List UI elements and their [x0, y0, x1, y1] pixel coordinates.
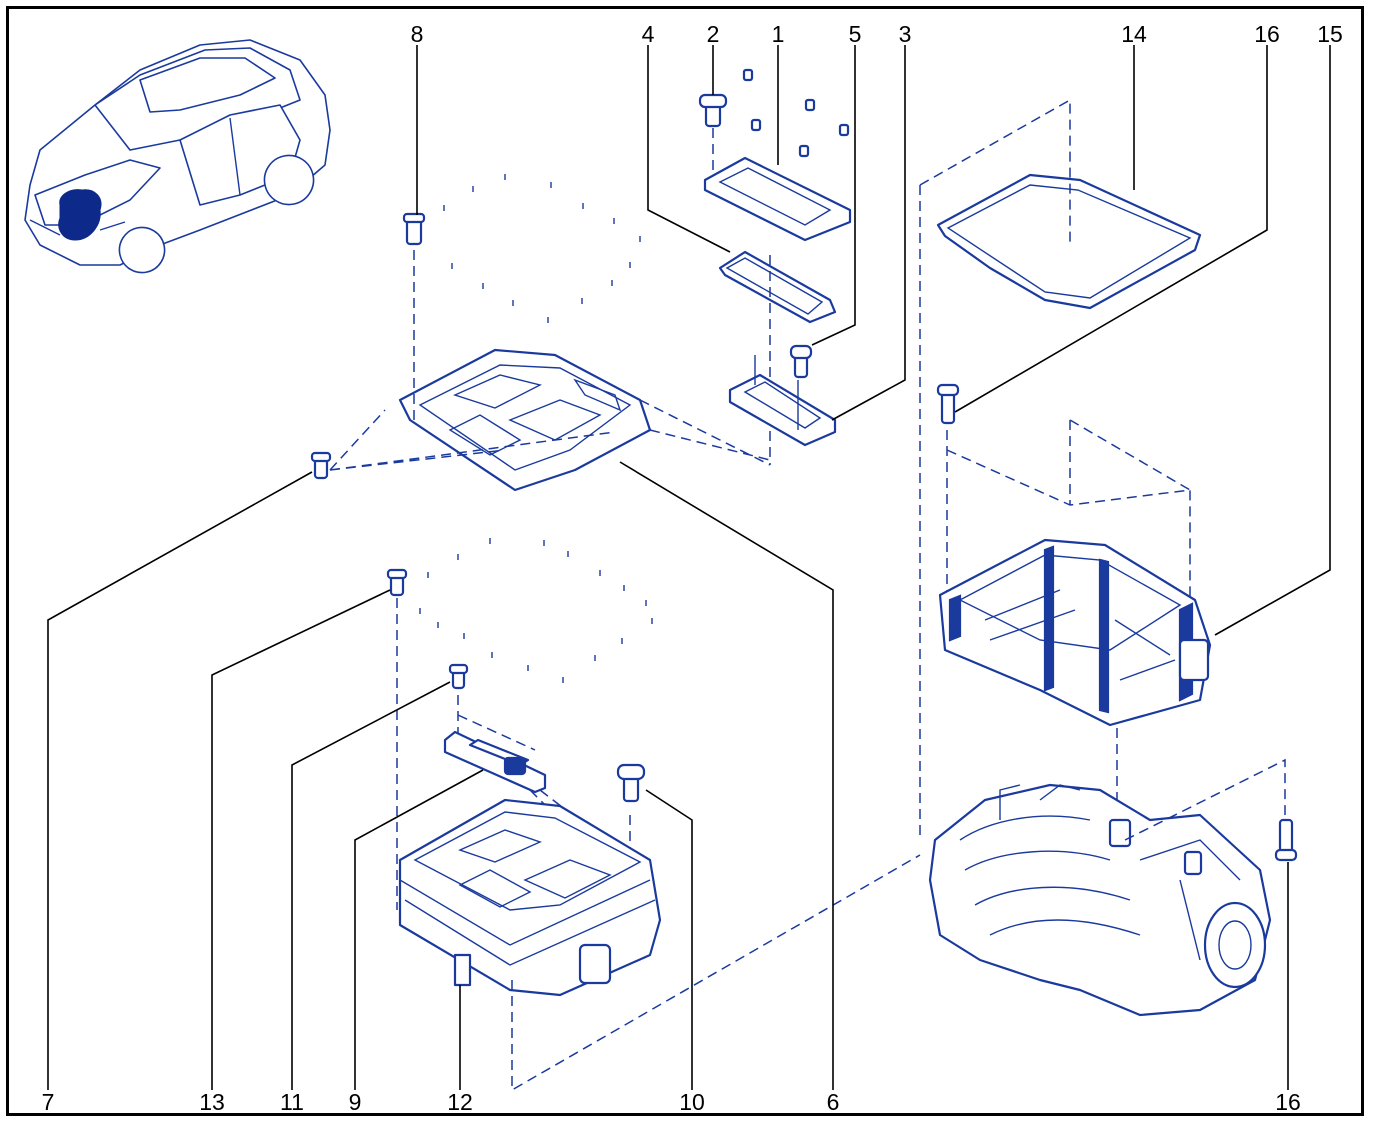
- bolt-icon: [698, 93, 728, 128]
- connector-cover-icon: [728, 355, 837, 447]
- callout-15: 15: [1317, 21, 1343, 47]
- callout-4: 4: [642, 21, 655, 47]
- inverter-housing-icon: [398, 798, 662, 997]
- bolt-icon: [386, 568, 408, 597]
- leader-lines: [47, 45, 1331, 1090]
- bolt-icon: [402, 212, 426, 246]
- callout-7: 7: [42, 1089, 55, 1115]
- callout-10: 10: [679, 1089, 705, 1115]
- callout-3: 3: [899, 21, 912, 47]
- callout-14: 14: [1121, 21, 1147, 47]
- callout-9: 9: [349, 1089, 362, 1115]
- large-gasket-icon: [936, 173, 1202, 310]
- callout-16-top: 16: [1254, 21, 1280, 47]
- callout-12: 12: [447, 1089, 473, 1115]
- bolt-icon: [936, 383, 960, 425]
- bolt-ring-upper: [443, 174, 641, 323]
- fuse-icon: [443, 730, 547, 794]
- bolt-icon: [448, 663, 469, 690]
- power-electronics-frame-icon: [938, 538, 1212, 727]
- callout-11: 11: [280, 1089, 304, 1115]
- car-locator-icon: [24, 39, 331, 274]
- callout-13: 13: [199, 1089, 225, 1115]
- bolt-icon: [616, 763, 646, 803]
- bolt-icon: [310, 451, 332, 480]
- bolt-icon: [1274, 818, 1298, 862]
- highlight-area-icon: [58, 189, 102, 241]
- callout-1: 1: [772, 21, 785, 47]
- callout-6: 6: [827, 1089, 840, 1115]
- inverter-cover-icon: [398, 348, 652, 492]
- cover-plate-icon: [703, 156, 852, 242]
- callout-2: 2: [707, 21, 720, 47]
- small-screws-group: [742, 68, 850, 158]
- gasket-icon: [718, 250, 837, 324]
- callout-16-bottom: 16: [1275, 1089, 1301, 1115]
- motor-gearbox-icon: [928, 783, 1272, 1017]
- diagram-frame: [6, 6, 1364, 1116]
- callout-8: 8: [411, 21, 424, 47]
- bolt-ring-lower: [419, 538, 653, 683]
- callout-5: 5: [849, 21, 862, 47]
- bolt-icon: [789, 344, 813, 379]
